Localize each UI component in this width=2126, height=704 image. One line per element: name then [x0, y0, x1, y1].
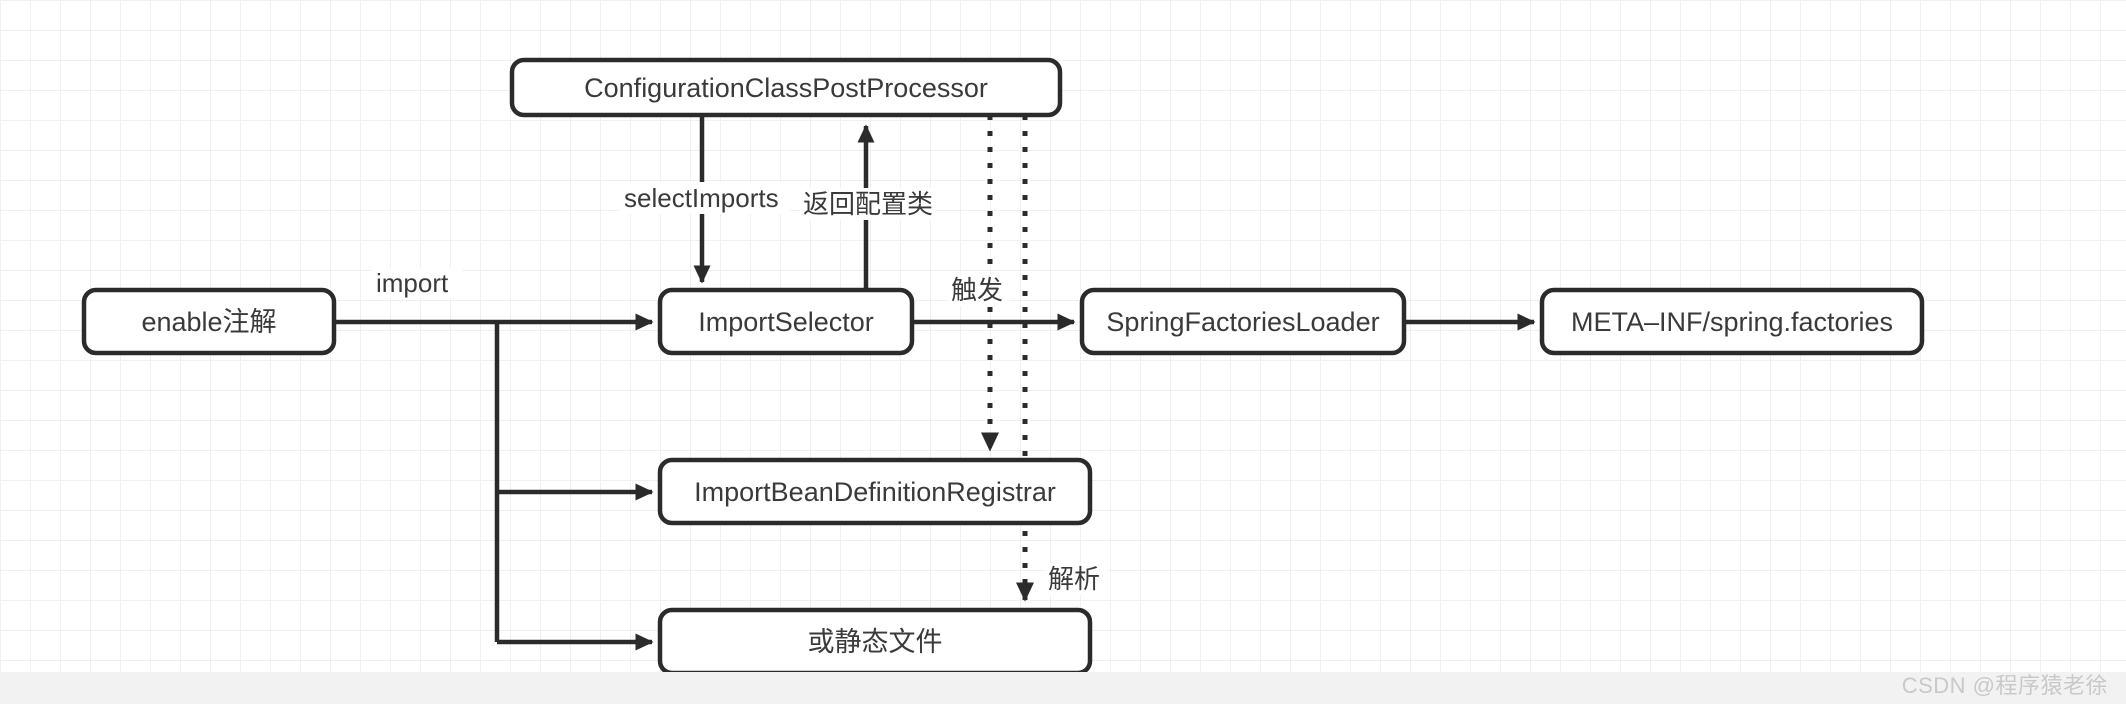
node-enable-annotation[interactable]: enable注解: [81, 287, 337, 356]
edge-label-select-imports-text: selectImports: [624, 183, 779, 213]
node-label-ccpp: ConfigurationClassPostProcessor: [584, 73, 988, 103]
edge-label-import: import: [372, 268, 462, 298]
watermark: CSDN @程序猿老徐: [1901, 673, 2108, 698]
edge-label-return-config-text: 返回配置类: [803, 189, 933, 219]
node-label-registrar: ImportBeanDefinitionRegistrar: [694, 477, 1056, 507]
edge-label-trigger-text: 触发: [951, 275, 1003, 305]
node-spring-factories-loader[interactable]: SpringFactoriesLoader: [1079, 287, 1407, 356]
node-static-file[interactable]: 或静态文件: [657, 607, 1093, 676]
node-label-import-selector: ImportSelector: [698, 307, 874, 337]
bottom-strip: [0, 672, 2126, 704]
node-import-selector[interactable]: ImportSelector: [657, 287, 915, 356]
edge-label-select-imports: selectImports: [620, 182, 790, 214]
node-label-static-file: 或静态文件: [808, 627, 943, 657]
node-label-enable: enable注解: [141, 307, 276, 337]
node-meta-inf-spring-factories[interactable]: META–INF/spring.factories: [1539, 287, 1925, 356]
node-label-meta-inf: META–INF/spring.factories: [1571, 307, 1893, 337]
node-configuration-class-post-processor[interactable]: ConfigurationClassPostProcessor: [509, 57, 1063, 118]
edge-label-return-config: 返回配置类: [800, 188, 936, 220]
edge-label-import-text: import: [376, 268, 449, 298]
edge-label-parse: 解析: [1046, 563, 1108, 595]
edge-label-trigger: 触发: [949, 274, 1009, 306]
edge-label-parse-text: 解析: [1048, 564, 1100, 594]
node-import-bean-definition-registrar[interactable]: ImportBeanDefinitionRegistrar: [657, 457, 1093, 526]
node-label-spring-factories-loader: SpringFactoriesLoader: [1106, 307, 1379, 337]
